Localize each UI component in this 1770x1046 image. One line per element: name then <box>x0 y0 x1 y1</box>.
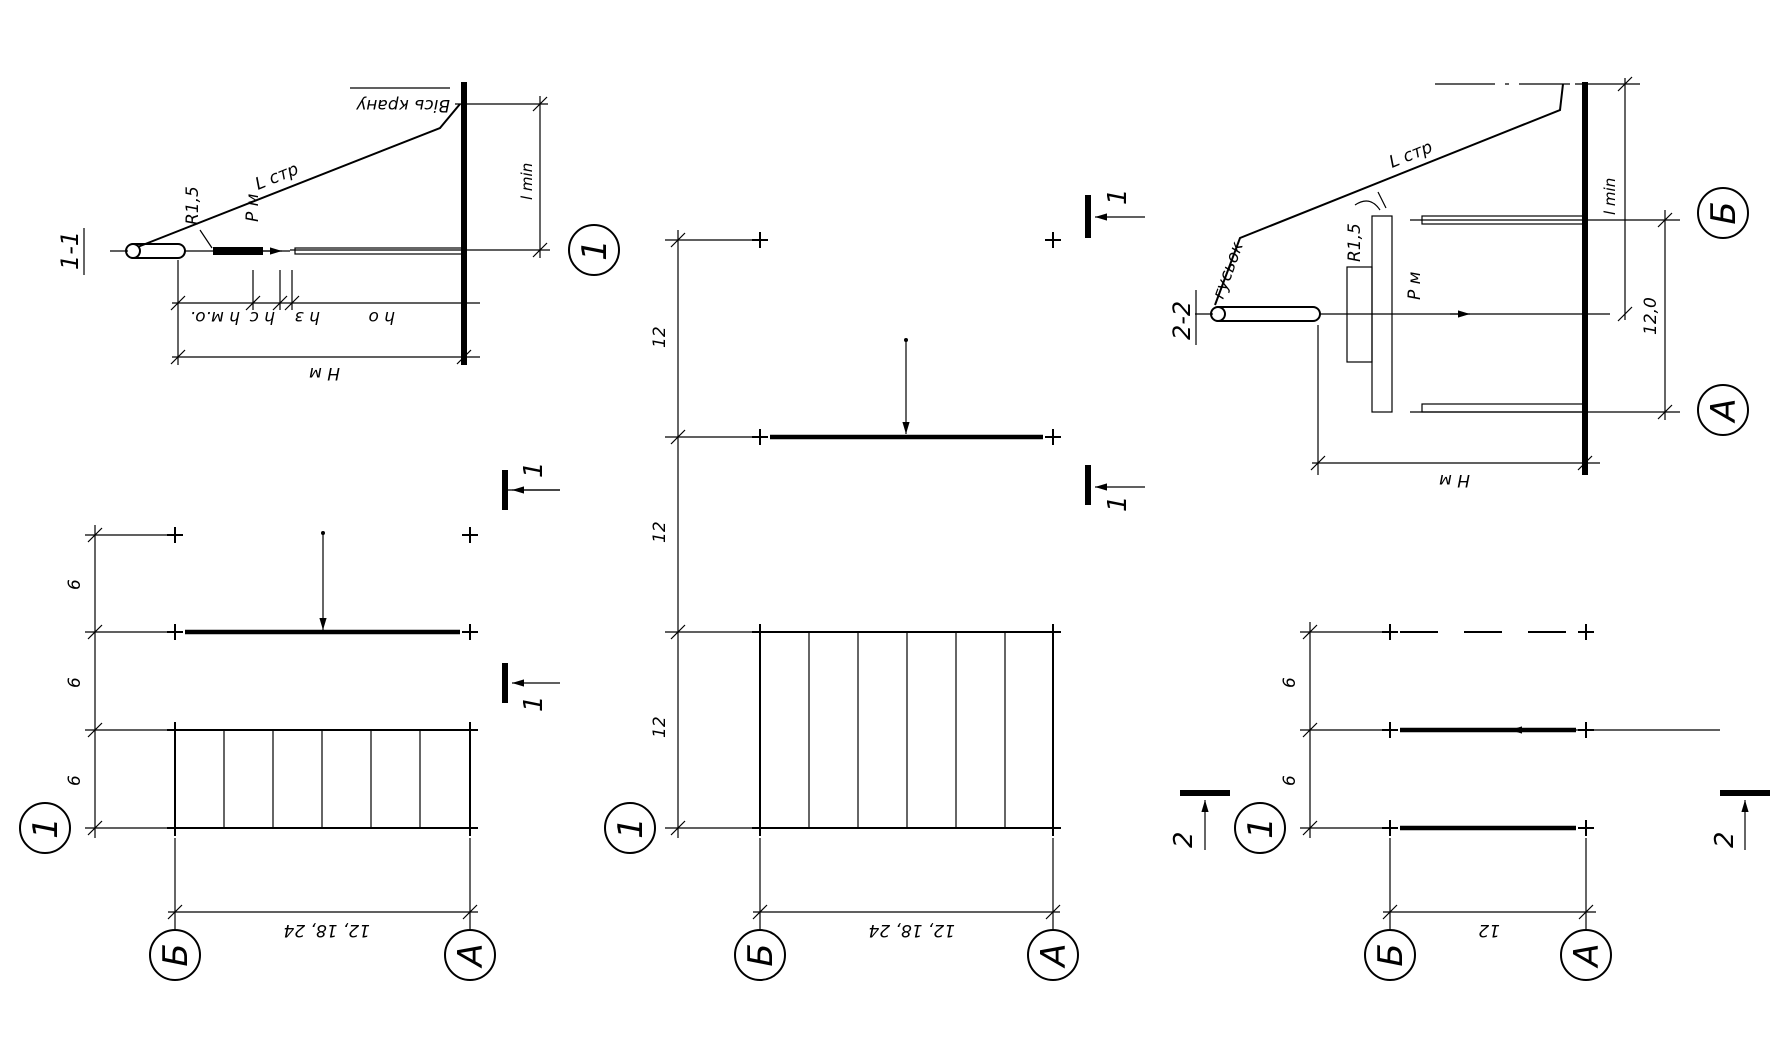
lmin-label: l min <box>1601 178 1619 215</box>
span-label: 12,0 <box>1641 297 1661 335</box>
svg-text:2: 2 <box>1710 831 1740 848</box>
plan-left: 6 6 6 1 1 <box>19 461 560 981</box>
section-cut-mark: 1 <box>1085 188 1145 238</box>
beam <box>294 247 466 255</box>
boom-length-label: L стр <box>1386 137 1435 172</box>
hc-label: h с <box>249 307 275 327</box>
section-title: 2-2 <box>1168 301 1196 340</box>
svg-text:1: 1 <box>611 817 651 839</box>
svg-text:1: 1 <box>519 695 549 712</box>
lmin-label: l min <box>518 163 536 200</box>
beam-b <box>1421 215 1586 225</box>
svg-text:Б: Б <box>741 943 781 966</box>
ho-label: h о <box>368 307 395 327</box>
svg-text:1: 1 <box>575 239 615 261</box>
hz-label: h з <box>295 307 320 327</box>
axis-bubble-b <box>1364 929 1416 981</box>
axis-bubble-a <box>1697 384 1749 436</box>
load-label: P м <box>243 193 263 222</box>
boom-line <box>129 103 461 251</box>
section-cut-mark: 2 <box>1710 790 1770 850</box>
spacing-label: 6 <box>1280 677 1300 688</box>
svg-text:Б: Б <box>1704 201 1744 224</box>
svg-text:2: 2 <box>1169 831 1199 848</box>
spacing-label: 12 <box>650 521 670 543</box>
Hm-label: H м <box>1439 470 1470 490</box>
axis-bubble-1 <box>604 802 656 854</box>
spacing-label: 12 <box>650 716 670 738</box>
spacing-label: 6 <box>1280 775 1300 786</box>
section-cut-mark: 2 <box>1169 790 1230 850</box>
spacing-label: 6 <box>65 775 85 786</box>
axis-bubble-1 <box>568 224 620 276</box>
svg-text:А: А <box>1704 398 1744 423</box>
span-label: 12, 18, 24 <box>868 920 955 940</box>
axis-bubble-b <box>1697 187 1749 239</box>
axis-bubble-b <box>149 929 201 981</box>
beam-short <box>1346 266 1373 363</box>
section-1-1: l min L стр Вісь крану R1,5 P м h м.о. h… <box>56 82 620 383</box>
boom-length-label: L стр <box>252 159 301 194</box>
section-cut-mark: 1 <box>502 663 560 712</box>
section-title: 1-1 <box>56 231 84 270</box>
span-label: 12, 18, 24 <box>283 920 370 940</box>
hmo-label: h м.о. <box>190 307 240 327</box>
svg-text:1: 1 <box>1103 495 1133 512</box>
svg-text:1: 1 <box>1241 817 1281 839</box>
crane-axis-label: Вісь крану <box>355 95 450 115</box>
plan-mid: 12 12 12 1 1 1 <box>604 188 1145 981</box>
svg-text:1: 1 <box>1103 188 1133 205</box>
radius-label: R1,5 <box>1345 223 1365 262</box>
axis-bubble-a <box>1027 929 1079 981</box>
axis-bubble-b <box>734 929 786 981</box>
crane-pivot <box>1211 306 1321 322</box>
svg-text:Б: Б <box>1371 943 1411 966</box>
load-block <box>213 247 263 255</box>
section-2-2: l min 12,0 L стр гусьок P м R1,5 H м <box>1168 76 1749 490</box>
spacing-label: 6 <box>65 677 85 688</box>
axis-bubble-a <box>1560 929 1612 981</box>
svg-text:1: 1 <box>26 817 66 839</box>
svg-text:Б: Б <box>156 943 196 966</box>
axis-bubble-1 <box>1234 802 1286 854</box>
spacing-label: 6 <box>65 579 85 590</box>
svg-text:А: А <box>1034 943 1074 968</box>
jib-label: гусьок <box>1209 239 1248 302</box>
spacing-label: 12 <box>650 326 670 348</box>
svg-text:1: 1 <box>519 461 549 478</box>
section-cut-mark: 1 <box>1085 465 1145 512</box>
Hm-label: H м <box>309 363 340 383</box>
axis-bubble-a <box>444 929 496 981</box>
radius-label: R1,5 <box>183 186 203 225</box>
svg-text:А: А <box>1567 943 1607 968</box>
axis-bubble-1 <box>19 802 71 854</box>
beam-a <box>1421 403 1586 413</box>
svg-text:А: А <box>451 943 491 968</box>
span-label: 12 <box>1478 920 1500 940</box>
plan-right: 6 6 2 2 1 12 Б А <box>1169 622 1770 981</box>
section-cut-mark: 1 <box>502 461 560 510</box>
load-label: P м <box>1405 271 1425 300</box>
boom-line <box>1214 83 1564 306</box>
